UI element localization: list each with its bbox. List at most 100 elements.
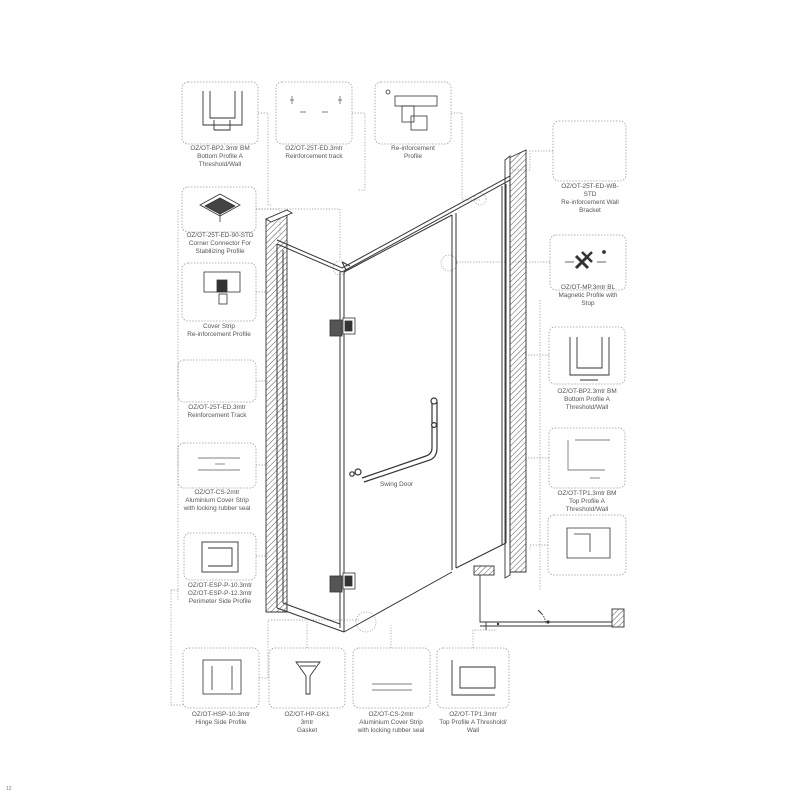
page-number: 12: [6, 786, 12, 792]
callout-box-cover-strip-left: [177, 442, 257, 489]
callout-label-line: Perimeter Side Profile: [188, 598, 252, 605]
callout-label-line: OZ/OT-MP.3mtr BL: [560, 284, 616, 291]
bracket-right-drawing: [566, 527, 611, 559]
cover-strip-drawing: [203, 271, 241, 305]
bottom-profile-drawing: [202, 91, 243, 131]
right-wall: [504, 149, 527, 579]
callout-label-line: Re-inforcement Profile: [187, 331, 251, 338]
detail-circle: [440, 254, 458, 272]
leader-line: [529, 544, 548, 550]
leader-line: [472, 629, 496, 648]
callout-label-line: Threshold/Wall: [198, 161, 242, 168]
leader-line: [259, 619, 360, 679]
callout-box-corner-connector: [181, 186, 257, 233]
callout-label-line: OZ/OT-BP2.3mtr BM: [557, 388, 617, 395]
corner-connector-drawing: [199, 193, 241, 222]
gasket-drawing: [295, 661, 321, 695]
floor-plan-marker: [546, 620, 550, 624]
callout-label-line: Profile: [403, 153, 423, 160]
callout-label-line: Bottom Profile A: [564, 396, 610, 403]
hinge-top: [329, 317, 356, 337]
left-wall: [265, 209, 293, 613]
callout-label-line: OZ/OT-CS-2mtr: [368, 711, 414, 718]
callout-label-line: Hinge Side Profile: [195, 719, 247, 726]
bottom-profile-right-drawing: [569, 337, 610, 381]
reinforcement-track-drawing: [290, 96, 342, 113]
callout-label-line: Reinforcement Track: [187, 412, 247, 419]
callout-label-line: OZ/OT-25T-ED.3mtr: [285, 145, 343, 152]
callout-box-magnetic-profile: [549, 234, 627, 291]
enclosure: [276, 175, 511, 633]
callout-label-line: OZ/OT-HSP-10.3mtr: [191, 711, 251, 718]
detail-circle: [473, 192, 487, 206]
callout-label-line: OZ/OT-25T-ED-WB-: [561, 183, 619, 190]
callout-box-cover-strip-bottom: [352, 647, 431, 709]
callout-box-wall-bracket: [552, 120, 627, 182]
callout-box-top-profile-bottom: [436, 647, 510, 709]
callout-label-line: Top Profile A Threshold/: [439, 719, 507, 726]
floor-plan: [473, 565, 625, 630]
callout-label-line: Cover Strip: [203, 323, 235, 330]
callout-label-line: Magnetic Profile with: [558, 292, 618, 299]
callout-box-bracket-right: [547, 514, 627, 576]
callout-box-perimeter-side: [183, 532, 257, 581]
callout-label-line: Reinforcement track: [285, 153, 343, 160]
callout-label-line: OZ/OT-25T-ED.3mtr: [188, 404, 246, 411]
callout-label-line: Aluminium Cover Strip: [359, 719, 423, 726]
hinge-side-drawing: [202, 659, 242, 695]
leader-line: [451, 112, 480, 201]
callout-label-line: STD: [583, 191, 597, 198]
callout-box-gasket: [268, 647, 346, 709]
callout-label-line: OZ/OT-BP2.3mtr BM: [190, 145, 250, 152]
cover-strip-bottom-drawing: [372, 683, 412, 691]
reinforcement-profile-drawing: [385, 89, 438, 131]
leader-line: [256, 208, 341, 260]
callout-label-line: Top Profile A: [569, 498, 605, 505]
door-handle: [349, 397, 438, 483]
callout-box-reinforcement-track-top: [275, 81, 353, 145]
callout-box-hinge-side: [182, 647, 260, 709]
callout-label-line: OZ/OT-ESP-P-12.3mtr: [187, 590, 253, 597]
callout-label-line: Corner Connector For: [188, 240, 252, 247]
callout-label-line: 3mtr: [300, 719, 314, 726]
callout-label-line: OZ/OT-25T-ED-90-STD: [186, 232, 254, 239]
callout-label-line: OZ/OT-TP1.3mtr: [449, 711, 497, 718]
leader-line: [170, 589, 183, 706]
callout-label-line: OZ/OT-ESP-P-10.3mtr: [187, 582, 253, 589]
leader-line: [258, 112, 272, 206]
callout-label-line: Threshold/Wall: [565, 404, 609, 411]
callout-label-line: OZ/OT-HP-GK1: [284, 711, 330, 718]
callout-box-reinforcement-track-left: [177, 359, 257, 403]
magnetic-profile-drawing: [565, 250, 606, 270]
door-label: Swing Door: [380, 481, 414, 488]
callout-label-line: Aluminium Cover Strip: [185, 497, 249, 504]
callout-label-line: Bracket: [579, 207, 601, 214]
callout-label-line: with locking rubber seal: [183, 505, 251, 512]
callout-label-line: Wall: [466, 727, 480, 734]
callout-box-top-profile: [548, 427, 626, 489]
callout-label-line: Gasket: [296, 727, 318, 734]
callout-box-bottom-profile-right: [548, 326, 626, 385]
callout-label-line: OZ/OT-CS-2mtr: [194, 489, 240, 496]
hinge-bottom: [329, 572, 356, 593]
leader-line: [352, 112, 366, 191]
callout-label-line: Threshold/Wall: [565, 506, 609, 513]
top-profile-bottom-drawing: [451, 660, 496, 696]
top-profile-drawing: [567, 439, 610, 479]
leader-line: [524, 352, 549, 356]
detail-circle: [355, 611, 377, 633]
callout-label-line: Re-inforcement Wall: [561, 199, 619, 206]
callout-label-line: Stop: [581, 300, 595, 307]
